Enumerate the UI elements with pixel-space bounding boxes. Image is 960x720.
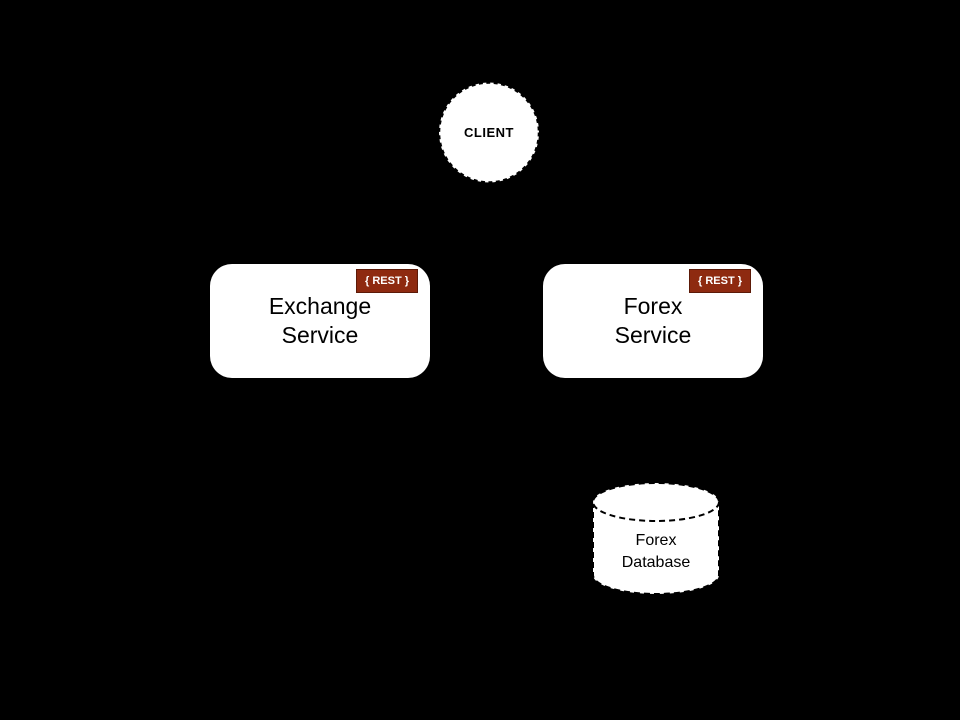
forex-service-label-line1: Forex — [623, 293, 683, 319]
exchange-service-label-line1: Exchange — [268, 293, 372, 319]
client-node: CLIENT — [436, 80, 542, 185]
database-label: Forex Database — [592, 530, 720, 574]
client-circle-shape — [437, 81, 541, 184]
forex-service-label-line2: Service — [614, 322, 692, 348]
database-label-line2: Database — [621, 554, 691, 571]
rest-badge: { REST } — [355, 269, 418, 293]
forex-service-node: { REST } Forex Service — [543, 264, 763, 378]
database-cylinder-shape — [592, 482, 720, 595]
rest-badge: { REST } — [688, 269, 751, 293]
forex-database-node: Forex Database — [592, 482, 720, 595]
exchange-service-node: { REST } Exchange Service — [210, 264, 430, 378]
client-label: CLIENT — [464, 125, 514, 140]
database-label-line1: Forex — [635, 532, 677, 549]
exchange-service-label-line2: Service — [281, 322, 359, 348]
